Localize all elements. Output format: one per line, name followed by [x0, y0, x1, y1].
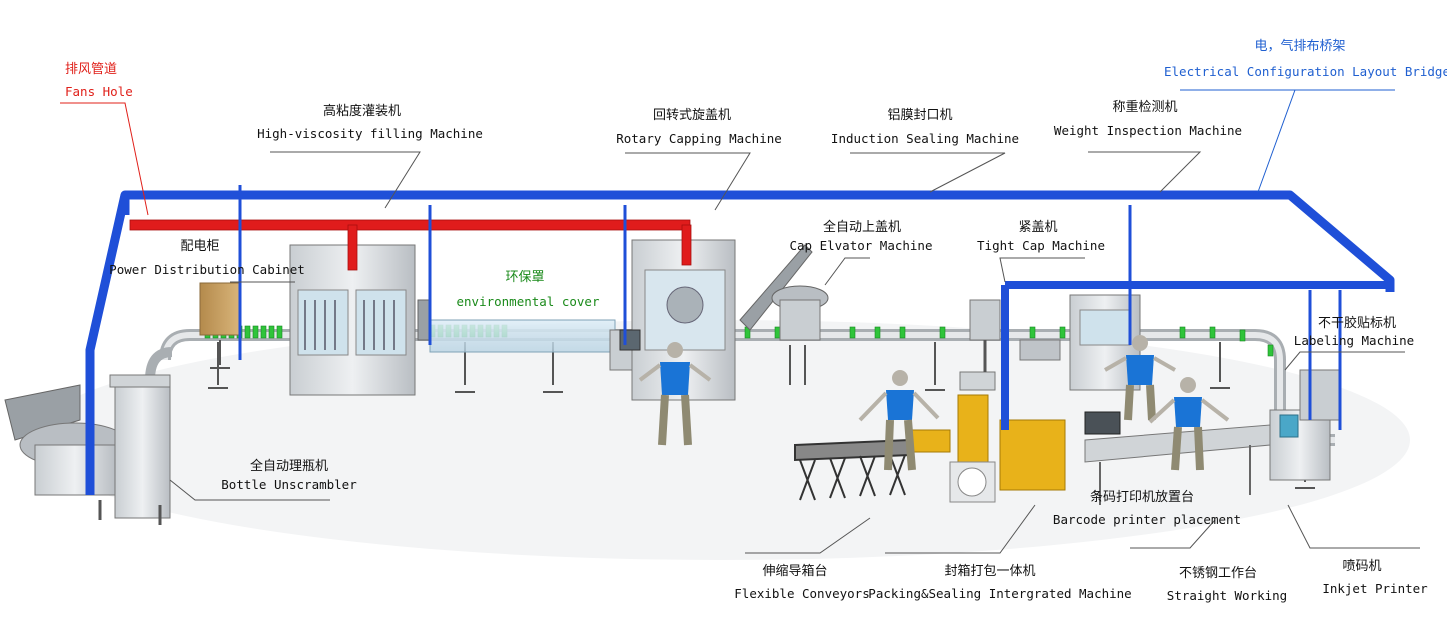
fans-hole-en: Fans Hole: [65, 84, 133, 99]
straight-en: Straight Working: [1166, 588, 1288, 603]
power-cabinet-en: Power Distribution Cabinet: [109, 262, 305, 277]
env-cover-cn: 环保罩: [505, 270, 545, 285]
labeling-machine: [1269, 369, 1341, 481]
barcode-en: Barcode printer placement: [1052, 512, 1242, 527]
packing-cn: 封箱打包一体机: [944, 564, 1036, 579]
filling-machine: [289, 244, 431, 396]
power-cabinet: [199, 282, 241, 369]
leader-lines: [60, 89, 1420, 554]
inkjet-en: Inkjet Printer: [1322, 581, 1428, 596]
barcode-cn: 条码打印机放置台: [1089, 490, 1195, 505]
labeling-cn: 不干胶贴标机: [1317, 316, 1397, 331]
worker-4: [1148, 377, 1230, 471]
electrical-bridge-cn: 电，气排布桥架: [1254, 39, 1346, 54]
power-cabinet-cn: 配电柜: [180, 239, 220, 254]
env-cover-en: environmental cover: [456, 294, 600, 309]
rotary-capping-cn: 回转式旋盖机: [652, 108, 732, 123]
filling-machine-en: High-viscosity filling Machine: [257, 126, 483, 141]
cap-elevator-cn: 全自动上盖机: [822, 220, 902, 235]
rotary-capping-en: Rotary Capping Machine: [616, 131, 782, 146]
fans-hole-cn: 排风管道: [65, 62, 118, 77]
straight-cn: 不锈钢工作台: [1178, 566, 1258, 581]
tight-cap-en: Tight Cap Machine: [977, 238, 1105, 253]
filling-machine-cn: 高粘度灌装机: [322, 104, 402, 119]
flexible-cn: 伸缩导箱台: [762, 564, 828, 579]
electrical-bridge-en: Electrical Configuration Layout Bridge: [1164, 64, 1447, 79]
inkjet-cn: 喷码机: [1342, 559, 1382, 574]
packing-en: Packing&Sealing Intergrated Machine: [868, 586, 1132, 601]
cap-elevator-en: Cap Elvator Machine: [789, 238, 933, 253]
cap-elevator: [739, 244, 829, 385]
tight-cap-machine: [959, 299, 1001, 391]
exhaust-duct: [129, 219, 692, 271]
electrical-bridge-frame: [85, 185, 1395, 495]
unscrambler-cn: 全自动理瓶机: [249, 459, 329, 474]
tight-cap-cn: 紧盖机: [1018, 220, 1058, 235]
induction-sealing-cn: 铝膜封口机: [887, 108, 953, 123]
weight-inspection-cn: 称重检测机: [1112, 100, 1178, 115]
worker-1: [638, 342, 712, 446]
worker-2: [858, 370, 940, 471]
unscrambler-en: Bottle Unscrambler: [221, 477, 357, 492]
weight-inspection-en: Weight Inspection Machine: [1053, 123, 1243, 138]
induction-sealing-en: Induction Sealing Machine: [830, 131, 1020, 146]
labeling-en: Labeling Machine: [1293, 333, 1415, 348]
packing-sealing-machine: [909, 394, 1066, 503]
worker-3: [1104, 335, 1176, 421]
flexible-en: Flexible Conveyors: [734, 586, 870, 601]
bottle-unscrambler: [4, 374, 171, 525]
